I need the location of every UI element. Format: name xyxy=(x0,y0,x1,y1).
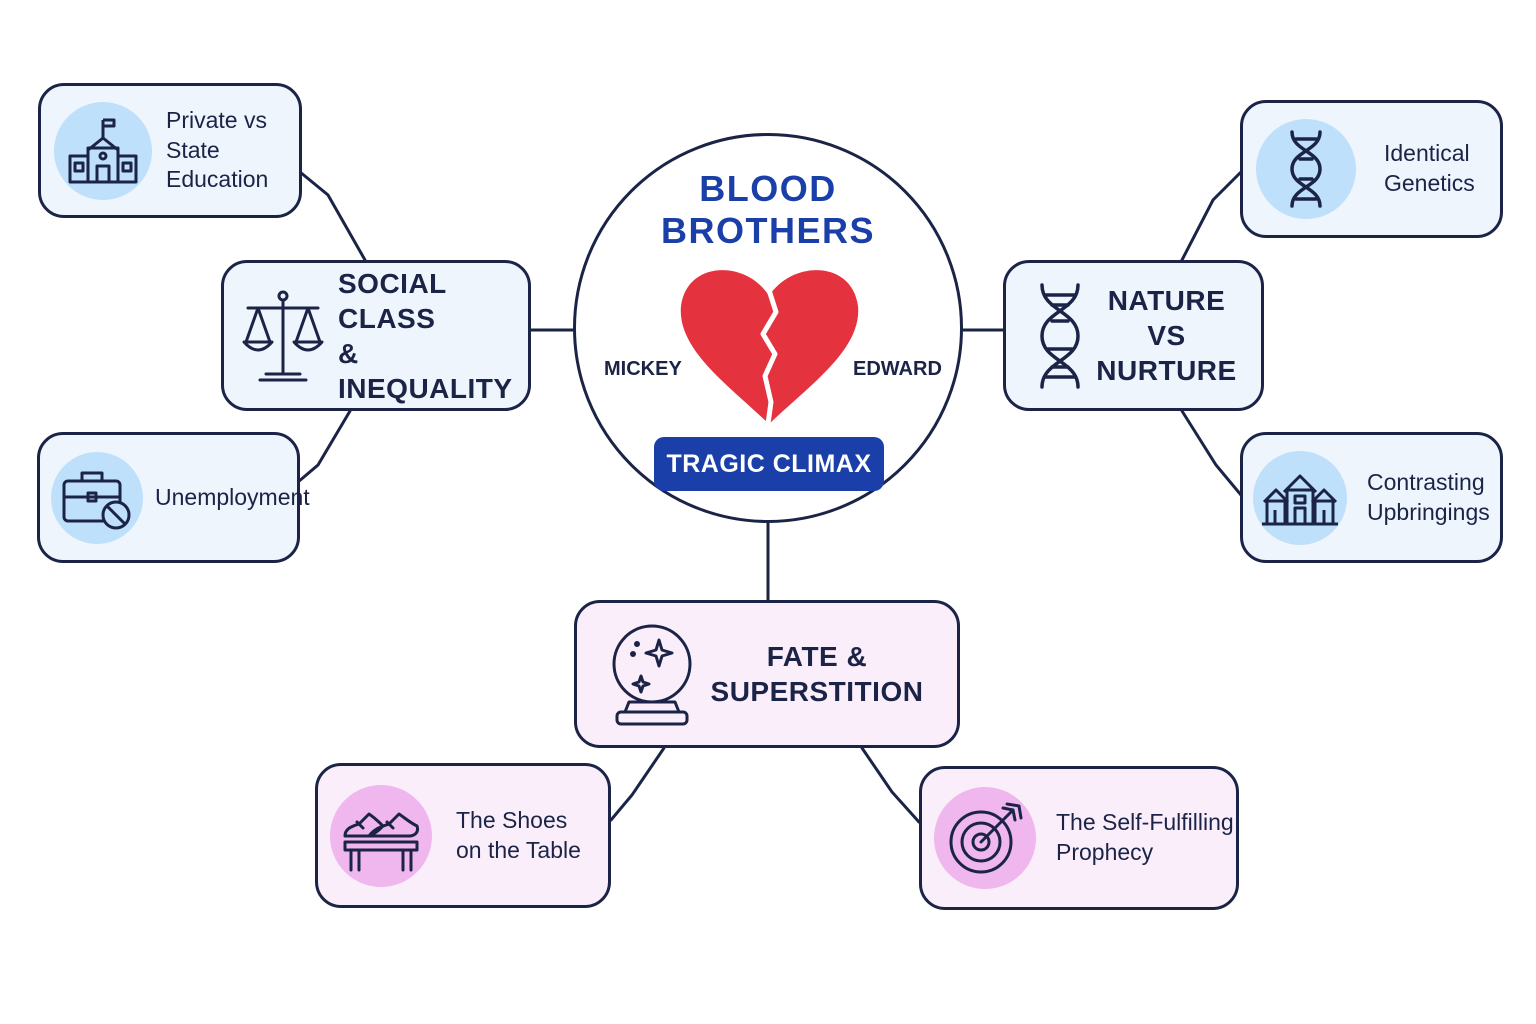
link-fate-shoes xyxy=(609,746,666,822)
character-edward: EDWARD xyxy=(853,358,942,380)
link-social-education xyxy=(298,170,367,262)
subtopic-prophecy-label: The Self-Fulfilling Prophecy xyxy=(1056,808,1234,868)
theme-nature-nurture[interactable]: NATURE VS NURTURE xyxy=(1003,260,1264,411)
subtopic-upbringings-line1: Contrasting xyxy=(1367,468,1485,495)
subtopic-genetics-line1: Identical xyxy=(1384,140,1470,167)
theme-fate-line1: FATE & xyxy=(766,641,868,672)
subtopic-education[interactable]: Private vs State Education xyxy=(38,83,302,218)
subtopic-education-label: Private vs State Education xyxy=(166,106,268,196)
subtopic-unemployment-line1: Unemployment xyxy=(155,483,310,510)
subtopic-upbringings[interactable]: Contrasting Upbringings xyxy=(1240,432,1503,563)
theme-social-class-label: SOCIAL CLASS & INEQUALITY xyxy=(338,266,528,406)
theme-social-class[interactable]: SOCIAL CLASS & INEQUALITY xyxy=(221,260,531,411)
subtopic-education-line3: Education xyxy=(166,166,269,193)
theme-nature-line1: NATURE xyxy=(1107,285,1226,316)
subtopic-education-line2: State xyxy=(166,136,220,163)
subtopic-prophecy-line2: Prophecy xyxy=(1056,839,1154,865)
subtopic-shoes-on-table[interactable]: The Shoes on the Table xyxy=(315,763,611,908)
character-mickey: MICKEY xyxy=(604,358,682,380)
target-icon xyxy=(934,787,1036,889)
theme-social-class-line2: & INEQUALITY xyxy=(338,337,513,404)
hub-title-line2: BROTHERS xyxy=(660,210,875,251)
link-nature-upbringings xyxy=(1180,409,1243,497)
subtopic-genetics[interactable]: Identical Genetics xyxy=(1240,100,1503,238)
subtopic-prophecy-line1: The Self-Fulfilling xyxy=(1056,809,1234,836)
subtopic-upbringings-label: Contrasting Upbringings xyxy=(1367,468,1490,528)
theme-fate-superstition[interactable]: FATE & SUPERSTITION xyxy=(574,600,960,748)
link-social-unemployment xyxy=(296,409,352,484)
theme-fate-line2: SUPERSTITION xyxy=(710,676,924,707)
theme-nature-line2: VS xyxy=(1147,320,1186,351)
houses-icon xyxy=(1253,450,1347,545)
subtopic-upbringings-line2: Upbringings xyxy=(1367,498,1490,525)
tragic-climax-badge: TRAGIC CLIMAX xyxy=(654,437,884,491)
subtopic-shoes-line2: on the Table xyxy=(456,836,581,863)
hub-title: BLOOD BROTHERS xyxy=(576,168,960,252)
subtopic-unemployment-label: Unemployment xyxy=(155,483,310,513)
subtopic-unemployment[interactable]: Unemployment xyxy=(37,432,310,563)
dna-icon xyxy=(1034,281,1086,391)
scales-icon xyxy=(240,286,326,386)
subtopic-genetics-label: Identical Genetics xyxy=(1374,139,1475,199)
subtopic-education-line1: Private vs xyxy=(166,106,267,133)
link-nature-genetics xyxy=(1180,170,1243,262)
shoes-on-table-icon xyxy=(330,784,432,887)
theme-social-class-line1: SOCIAL CLASS xyxy=(338,267,447,334)
crystal-ball-icon xyxy=(607,618,697,730)
broken-heart-icon xyxy=(680,270,859,425)
theme-fate-label: FATE & SUPERSTITION xyxy=(697,639,957,709)
hub-title-line1: BLOOD xyxy=(699,168,837,209)
school-icon xyxy=(54,101,152,200)
theme-nature-nurture-label: NATURE VS NURTURE xyxy=(1086,283,1261,388)
subtopic-shoes-line1: The Shoes xyxy=(456,806,568,833)
subtopic-shoes-label: The Shoes on the Table xyxy=(456,806,581,866)
theme-nature-line3: NURTURE xyxy=(1096,355,1237,386)
subtopic-self-fulfilling-prophecy[interactable]: The Self-Fulfilling Prophecy xyxy=(919,766,1239,910)
briefcase-blocked-icon xyxy=(51,451,143,544)
subtopic-genetics-line2: Genetics xyxy=(1384,170,1475,196)
dna-icon xyxy=(1256,119,1356,219)
central-hub: BLOOD BROTHERS MICKEY EDWARD TRAGIC CLIM… xyxy=(573,133,963,523)
link-fate-prophecy xyxy=(860,746,921,824)
